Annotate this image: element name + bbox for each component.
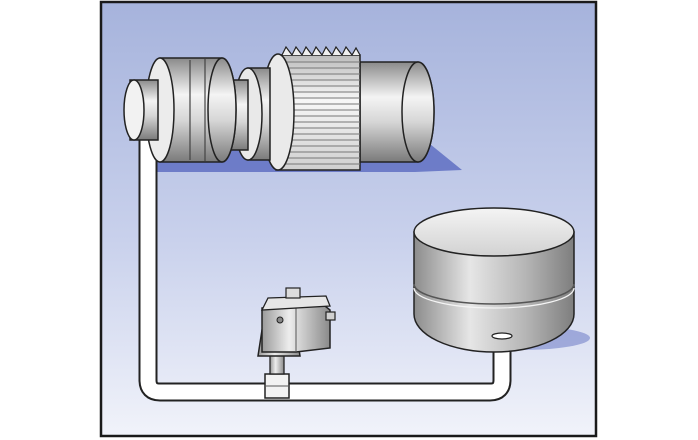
gear-shaft-assembly [123, 45, 435, 171]
reservoir-tank [413, 207, 590, 353]
supply-pipe [138, 140, 512, 402]
inline-valve [257, 287, 336, 399]
